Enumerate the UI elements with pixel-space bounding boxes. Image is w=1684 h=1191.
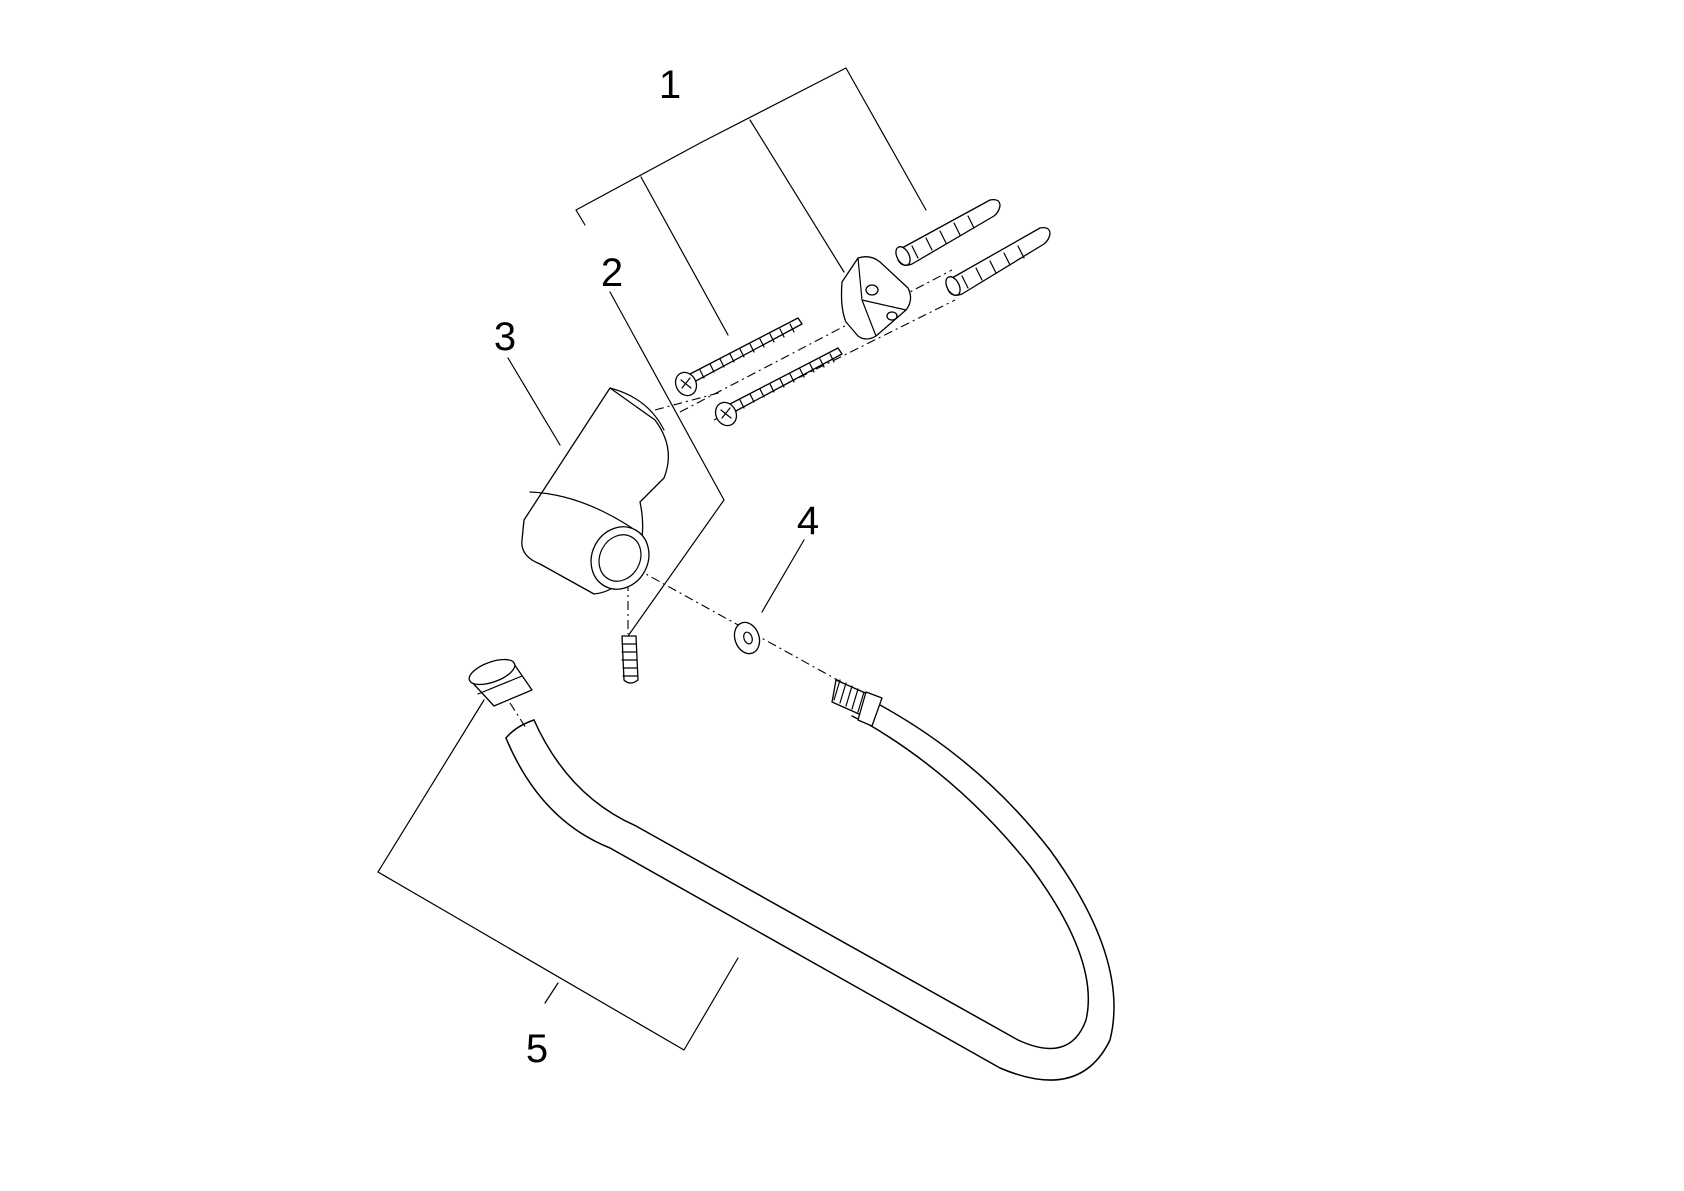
callout-4-leader bbox=[761, 539, 805, 613]
callout-1-leader bbox=[575, 67, 927, 336]
callout-5: 5 bbox=[526, 1027, 548, 1071]
callout-3: 3 bbox=[494, 315, 516, 359]
hose-thread-nipple bbox=[831, 679, 883, 727]
callout-3-leader bbox=[507, 357, 561, 446]
hose-cone-fitting bbox=[468, 658, 533, 707]
leader-lines bbox=[377, 67, 927, 1051]
screw-lower bbox=[714, 347, 843, 427]
callout-4: 4 bbox=[797, 499, 819, 543]
hose-holder-body bbox=[521, 387, 669, 595]
washer bbox=[733, 621, 761, 655]
callout-2: 2 bbox=[601, 251, 623, 295]
shower-hose bbox=[468, 658, 1115, 1081]
callout-1: 1 bbox=[659, 63, 681, 107]
set-screw bbox=[621, 635, 639, 684]
wall-mounting-set bbox=[674, 198, 1051, 427]
callout-2-leader bbox=[609, 291, 725, 637]
wall-plug-upper bbox=[895, 198, 1001, 266]
wall-bracket bbox=[840, 256, 912, 340]
callout-5-leader bbox=[377, 699, 739, 1051]
callout-numbers: 1 2 3 4 5 bbox=[494, 63, 819, 1071]
screw-upper bbox=[674, 317, 803, 397]
wall-plug-lower bbox=[945, 226, 1051, 296]
